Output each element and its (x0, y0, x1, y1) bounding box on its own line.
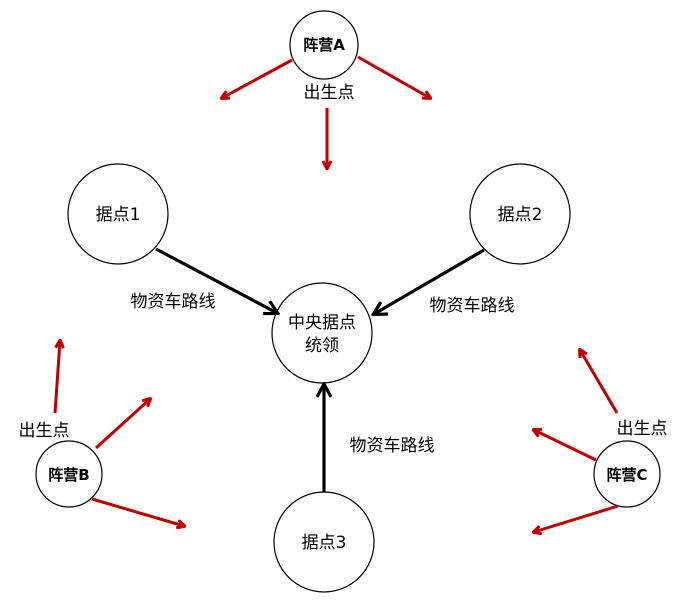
camp-b-spawn-arrow-right (91, 497, 184, 526)
route-label-3: 物资车路线 (350, 436, 435, 456)
camp-b: 阵营B 出生点 (19, 341, 185, 526)
stronghold-3: 据点3 (273, 491, 375, 593)
camp-c-spawn-arrow-upleft (580, 350, 619, 414)
camp-a-label: 阵营A (303, 36, 345, 54)
camp-a-node (289, 10, 359, 80)
stronghold-2-node (469, 163, 571, 265)
camp-c-node (593, 440, 661, 508)
central-stronghold-label-line1: 中央据点 (288, 313, 356, 333)
stronghold-1: 据点1 (67, 163, 169, 265)
stronghold-2-label: 据点2 (498, 205, 543, 225)
central-stronghold-node (271, 282, 373, 384)
stronghold-1-label: 据点1 (96, 205, 141, 225)
camp-c-label: 阵营C (606, 466, 647, 484)
camp-c-spawn-label: 出生点 (617, 419, 668, 439)
route-label-2: 物资车路线 (430, 296, 515, 316)
stronghold-3-label: 据点3 (302, 533, 347, 553)
camp-a: 阵营A 出生点 (222, 10, 430, 168)
central-stronghold-label-line2: 统领 (305, 336, 339, 356)
stronghold-1-node (67, 163, 169, 265)
route-arrow-2 (374, 248, 485, 314)
camp-c-spawn-arrow-downleft (534, 504, 619, 532)
camp-c-spawn-arrow-left (534, 430, 597, 462)
camp-a-spawn-arrow-left (222, 58, 293, 98)
camp-a-spawn-label: 出生点 (304, 83, 355, 103)
stronghold-2: 据点2 (469, 163, 571, 265)
camp-b-spawn-arrow-up (53, 341, 60, 414)
camp-b-spawn-label: 出生点 (19, 421, 70, 441)
route-label-1: 物资车路线 (131, 292, 216, 312)
camp-b-label: 阵营B (48, 466, 89, 484)
camp-b-node (35, 440, 103, 508)
camp-b-spawn-arrow-upright (94, 399, 150, 450)
camp-c: 阵营C 出生点 (534, 350, 668, 532)
route-arrow-1 (155, 247, 277, 313)
camp-a-spawn-arrow-right (357, 55, 430, 98)
central-stronghold: 中央据点 统领 (271, 282, 373, 384)
